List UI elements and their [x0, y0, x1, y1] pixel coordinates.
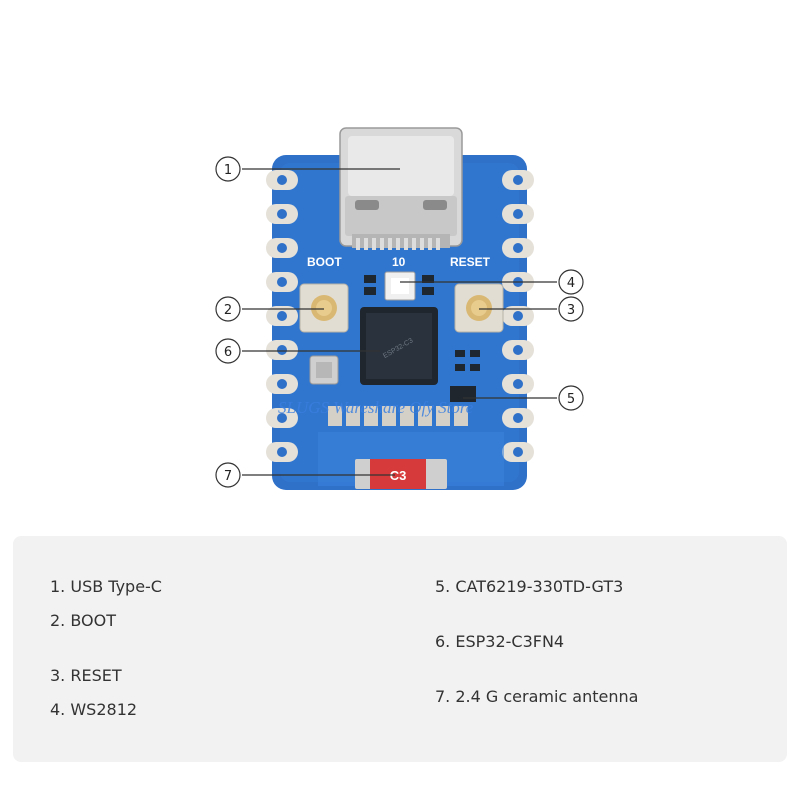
right-pin-pads	[502, 170, 534, 462]
legend-item-cat6219: 5. CAT6219-330TD-GT3	[435, 577, 624, 596]
legend-panel: 1. USB Type-C 2. BOOT 3. RESET 4. WS2812…	[13, 536, 787, 762]
reset-button	[454, 283, 504, 333]
antenna-label: C3	[390, 468, 407, 483]
callout-markers: 1 2 3 4 6 5 7	[215, 156, 584, 488]
callout-6: 6	[215, 338, 241, 364]
silkscreen-reset: RESET	[450, 255, 491, 269]
boot-button	[299, 283, 349, 333]
callout-lines	[242, 168, 557, 476]
esp32-c3-chip: ESP32-C3	[360, 307, 438, 385]
silkscreen-pin10: 10	[392, 255, 406, 269]
legend-item-boot: 2. BOOT	[50, 611, 117, 630]
callout-4: 4	[558, 269, 584, 295]
svg-text:4: 4	[567, 276, 575, 291]
legend-item-ws2812: 4. WS2812	[50, 700, 138, 719]
callout-5: 5	[558, 385, 584, 411]
svg-text:6: 6	[224, 345, 232, 360]
left-pin-pads	[266, 170, 298, 462]
svg-text:2: 2	[224, 303, 232, 318]
passive-components	[328, 406, 468, 426]
svg-text:3: 3	[567, 303, 575, 318]
svg-text:1: 1	[224, 163, 232, 178]
silkscreen-boot: BOOT	[307, 255, 342, 269]
svg-text:7: 7	[224, 469, 232, 484]
crystal-component	[309, 355, 339, 385]
usb-type-c-connector	[339, 127, 463, 250]
small-components	[364, 275, 480, 371]
callout-1: 1	[215, 156, 241, 182]
legend-item-usb-type-c: 1. USB Type-C	[50, 577, 162, 596]
callout-7: 7	[215, 462, 241, 488]
ceramic-antenna: C3	[355, 459, 447, 489]
watermark-text: SLUGS Wareshare Ofy Store	[278, 398, 474, 417]
board-diagram: BOOT 10 RESET ESP32-C3	[215, 127, 584, 490]
legend-item-esp32-c3fn4: 6. ESP32-C3FN4	[435, 632, 565, 651]
callout-3: 3	[558, 296, 584, 322]
legend-item-reset: 3. RESET	[50, 666, 122, 685]
legend-item-antenna: 7. 2.4 G ceramic antenna	[435, 687, 639, 706]
ws2812-led	[384, 271, 416, 301]
svg-text:5: 5	[567, 392, 575, 407]
callout-2: 2	[215, 296, 241, 322]
